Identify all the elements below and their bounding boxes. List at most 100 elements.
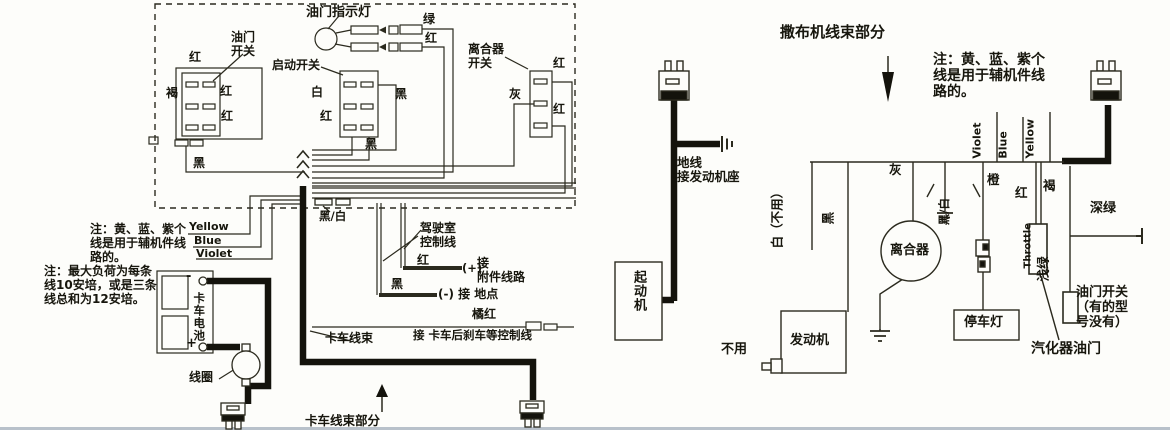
ground-symbol-engine-mount: [721, 136, 733, 152]
wire-label-black-block: 黑: [193, 156, 206, 170]
label-coil: 线圈: [189, 370, 214, 384]
section-title-spreader: 撒布机线束部分: [780, 23, 886, 41]
truck-components: [198, 26, 545, 430]
ground-symbol-clutch: [870, 329, 890, 342]
label-truck-battery: 卡车电池: [192, 292, 207, 342]
wire-label-black-white-left: 黑/白: [319, 209, 347, 223]
wire-label-cab-red: 红: [417, 253, 430, 267]
wire-label-gray-clutch: 灰: [509, 87, 522, 101]
battery-box: [156, 270, 214, 354]
wire-label-red-block-top: 红: [189, 50, 202, 64]
red-brown-wires: [1035, 162, 1042, 224]
coil-circle: [231, 350, 261, 380]
parking-light-box: [953, 309, 1020, 341]
harness-bundle-marks: [296, 149, 310, 179]
battery-negative-wire: [207, 277, 272, 404]
yellow-aux-wire: [188, 195, 305, 235]
wire-label-violet-en: Violet: [196, 247, 233, 260]
wire-label-violet-rot: Violet: [970, 122, 984, 159]
truck-bottom-connector-right: [519, 400, 545, 428]
note-aux-wires-left: 注：黄、蓝、紫个 线是用于辅机件线 路的。: [90, 222, 187, 264]
wire-label-blue-en: Blue: [194, 234, 222, 247]
throttle-solenoid-box: [1028, 223, 1048, 275]
plus-terminal-mark: (+): [462, 261, 483, 275]
wire-label-light-green: 浅绿: [1035, 256, 1051, 282]
spreader-thick-wires: [661, 100, 1112, 304]
green-wire: [312, 28, 454, 173]
wire-label-red-clutch-bottom: 红: [553, 102, 566, 116]
label-engine: 发动机: [790, 333, 830, 348]
label-not-used: 不用: [721, 342, 748, 357]
label-throttle-switch-note: 油门开关 （有的型 号没有）: [1076, 285, 1129, 330]
label-starter: 起动机: [630, 270, 646, 312]
harness-connector-right: [1090, 60, 1122, 101]
section-arrow-down: [882, 72, 894, 102]
engine-box: [780, 310, 847, 374]
spreader-thin-wires: [721, 56, 1143, 342]
wire-label-red-clutch-top: 红: [553, 56, 566, 70]
blue-aux-wire: [193, 199, 305, 248]
wire-label-black-start-right: 黑: [395, 87, 408, 101]
wire-label-brown-right: 褐: [1043, 178, 1056, 193]
wire-label-brown: 褐: [166, 86, 179, 100]
wire-label-yellow-rot: Yellow: [1023, 118, 1037, 159]
truck-diagram-thin-wires: [148, 3, 576, 412]
bottom-border-band: [0, 427, 1170, 430]
violet-blue-yellow-stubs: [996, 112, 1051, 162]
clutch-ground-wire: [879, 278, 904, 329]
throttle-switch-block: [181, 72, 221, 137]
wire-label-dark-green: 深绿: [1090, 201, 1117, 216]
label-throttle-indicator: 油门指示灯: [306, 5, 372, 20]
wire-label-green: 绿: [423, 12, 436, 26]
label-cab-control: 驾驶室 控制线: [420, 221, 457, 249]
label-attach-circuit: 接 附件线路: [477, 256, 526, 284]
starter-box: [614, 261, 663, 341]
not-used-plug: [761, 358, 783, 374]
wire-label-yellow-en: Yellow: [189, 220, 229, 233]
section-title-truck: 卡车线束部分: [305, 413, 381, 428]
harness-thick-wire: [299, 186, 537, 400]
label-carburetor-throttle: 汽化器油门: [1031, 341, 1101, 357]
battery-minus-mark: -: [186, 269, 192, 284]
wire-label-red-block-low: 红: [221, 109, 234, 123]
note-aux-wires-right: 注：黄、蓝、紫个 线是用于辅机件线 路的。: [933, 52, 1045, 101]
label-throttle-en: Throttle: [1022, 222, 1034, 269]
label-rear-brake-line: 接 卡车后刹车等控制线: [413, 328, 533, 342]
label-truck-harness: 卡车线束: [325, 331, 374, 345]
label-parking-light: 停车灯: [964, 315, 1004, 330]
truck-thick-harness: [207, 186, 537, 404]
wire-label-cab-black: 黑: [391, 277, 404, 291]
red-wire: [312, 46, 445, 179]
wire-label-black-right: 黑: [820, 211, 836, 225]
indicator-lamp-circle: [314, 27, 338, 51]
start-switch-block: [339, 70, 379, 138]
wire-label-white-unused: 白（不用）: [769, 185, 785, 249]
wire-label-white: 白: [311, 85, 324, 99]
label-ground-wire: 地线 接发动机座: [677, 155, 740, 185]
ground-symbol-black-white: [937, 212, 953, 223]
wire-label-gray-right: 灰: [889, 162, 902, 177]
battery-plus-mark: +: [186, 336, 197, 351]
wire-label-orange: 橙: [987, 172, 1000, 187]
wire-label-red-right: 红: [1015, 185, 1028, 200]
wire-label-red-block-mid: 红: [220, 84, 233, 98]
violet-aux-wire: [196, 203, 305, 260]
dashed-border-box: [154, 3, 576, 209]
throttle-switch-body: [1062, 291, 1079, 324]
spreader-components: [614, 60, 1122, 374]
wire-label-orange-red: 橘红: [472, 307, 497, 321]
wire-label-blue-rot: Blue: [996, 131, 1010, 159]
label-clutch-switch: 离合器 开关: [468, 42, 505, 70]
wire-label-red: 红: [425, 31, 438, 45]
wire-label-red-start: 红: [320, 109, 333, 123]
label-ground-point: (-) 接 地点: [438, 287, 499, 301]
label-start-switch: 启动开关: [272, 58, 321, 72]
harness-connector-left: [658, 60, 690, 101]
wire-label-black-white-right: 黑/白: [936, 198, 951, 226]
label-throttle-switch: 油门 开关: [231, 30, 256, 58]
cab-control-wires: [376, 203, 406, 295]
note-max-load: 注：最大负荷为每条 线10安培，或是三条 线总和为12安培。: [44, 264, 157, 306]
wire-label-black-start-below: 黑: [365, 137, 378, 151]
section-arrow-up: [376, 384, 388, 397]
